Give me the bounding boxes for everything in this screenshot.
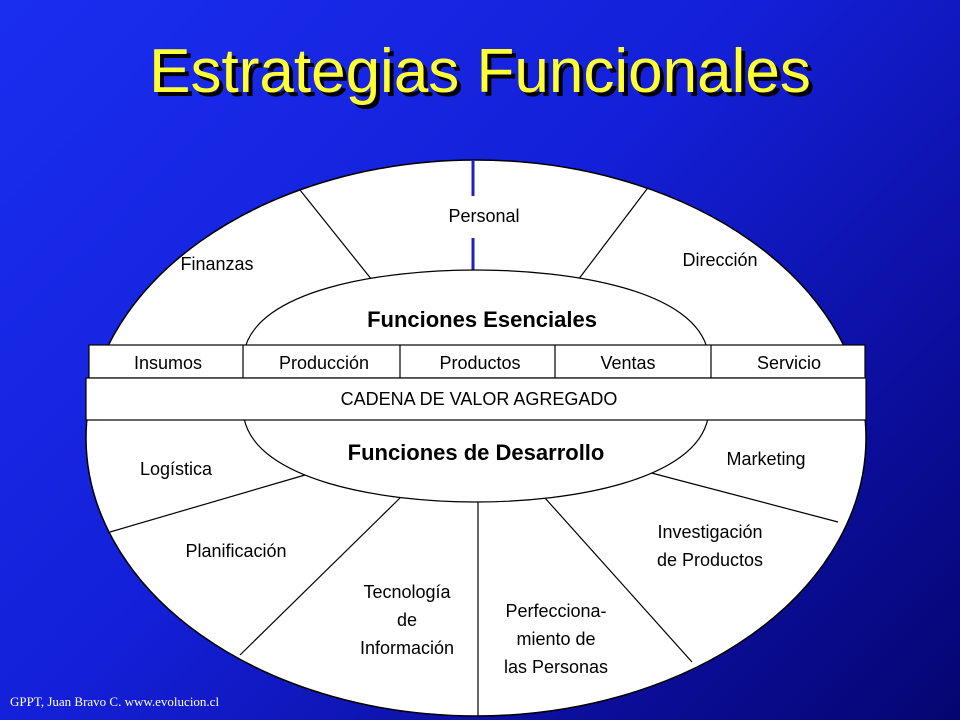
segment-direccion: Dirección <box>682 250 757 270</box>
segment-tecnologia-line3: Información <box>360 638 454 658</box>
segment-tecnologia-line2: de <box>397 610 417 630</box>
chain-ventas: Ventas <box>600 353 655 373</box>
segment-perfeccionamiento-line2: miento de <box>516 629 595 649</box>
divider-personal-direccion <box>577 184 651 281</box>
chain-produccion: Producción <box>279 353 369 373</box>
value-chain-band-label: CADENA DE VALOR AGREGADO <box>341 389 618 409</box>
segment-planificacion: Planificación <box>185 541 286 561</box>
divider-planificacion-tecnologia <box>239 497 401 656</box>
divider-logistica-planificacion <box>109 474 306 533</box>
segment-perfeccionamiento-line1: Perfecciona- <box>505 601 606 621</box>
chain-insumos: Insumos <box>134 353 202 373</box>
segment-investigacion-line2: de Productos <box>657 550 763 570</box>
segment-perfeccionamiento-line3: las Personas <box>504 657 608 677</box>
slide-title: Estrategias Funcionales <box>149 37 811 106</box>
segment-marketing: Marketing <box>726 449 805 469</box>
segment-investigacion-line1: Investigación <box>657 522 762 542</box>
essential-functions-dome <box>243 269 709 353</box>
chain-servicio: Servicio <box>757 353 821 373</box>
development-functions-bowl <box>243 417 709 503</box>
segment-tecnologia-line1: Tecnología <box>363 582 451 602</box>
development-functions-title: Funciones de Desarrollo <box>348 440 605 465</box>
segment-finanzas: Finanzas <box>180 254 253 274</box>
essential-functions-title: Funciones Esenciales <box>367 307 597 332</box>
divider-finanzas-personal <box>295 184 373 281</box>
segment-logistica: Logística <box>140 459 213 479</box>
divider-perfeccionamiento-investigacion <box>544 497 693 663</box>
value-chain-band <box>85 377 867 421</box>
segment-personal: Personal <box>448 206 519 226</box>
divider-investigacion-marketing <box>639 469 839 523</box>
chain-productos: Productos <box>439 353 520 373</box>
footer-credit: GPPT, Juan Bravo C. www.evolucion.cl <box>10 694 220 709</box>
